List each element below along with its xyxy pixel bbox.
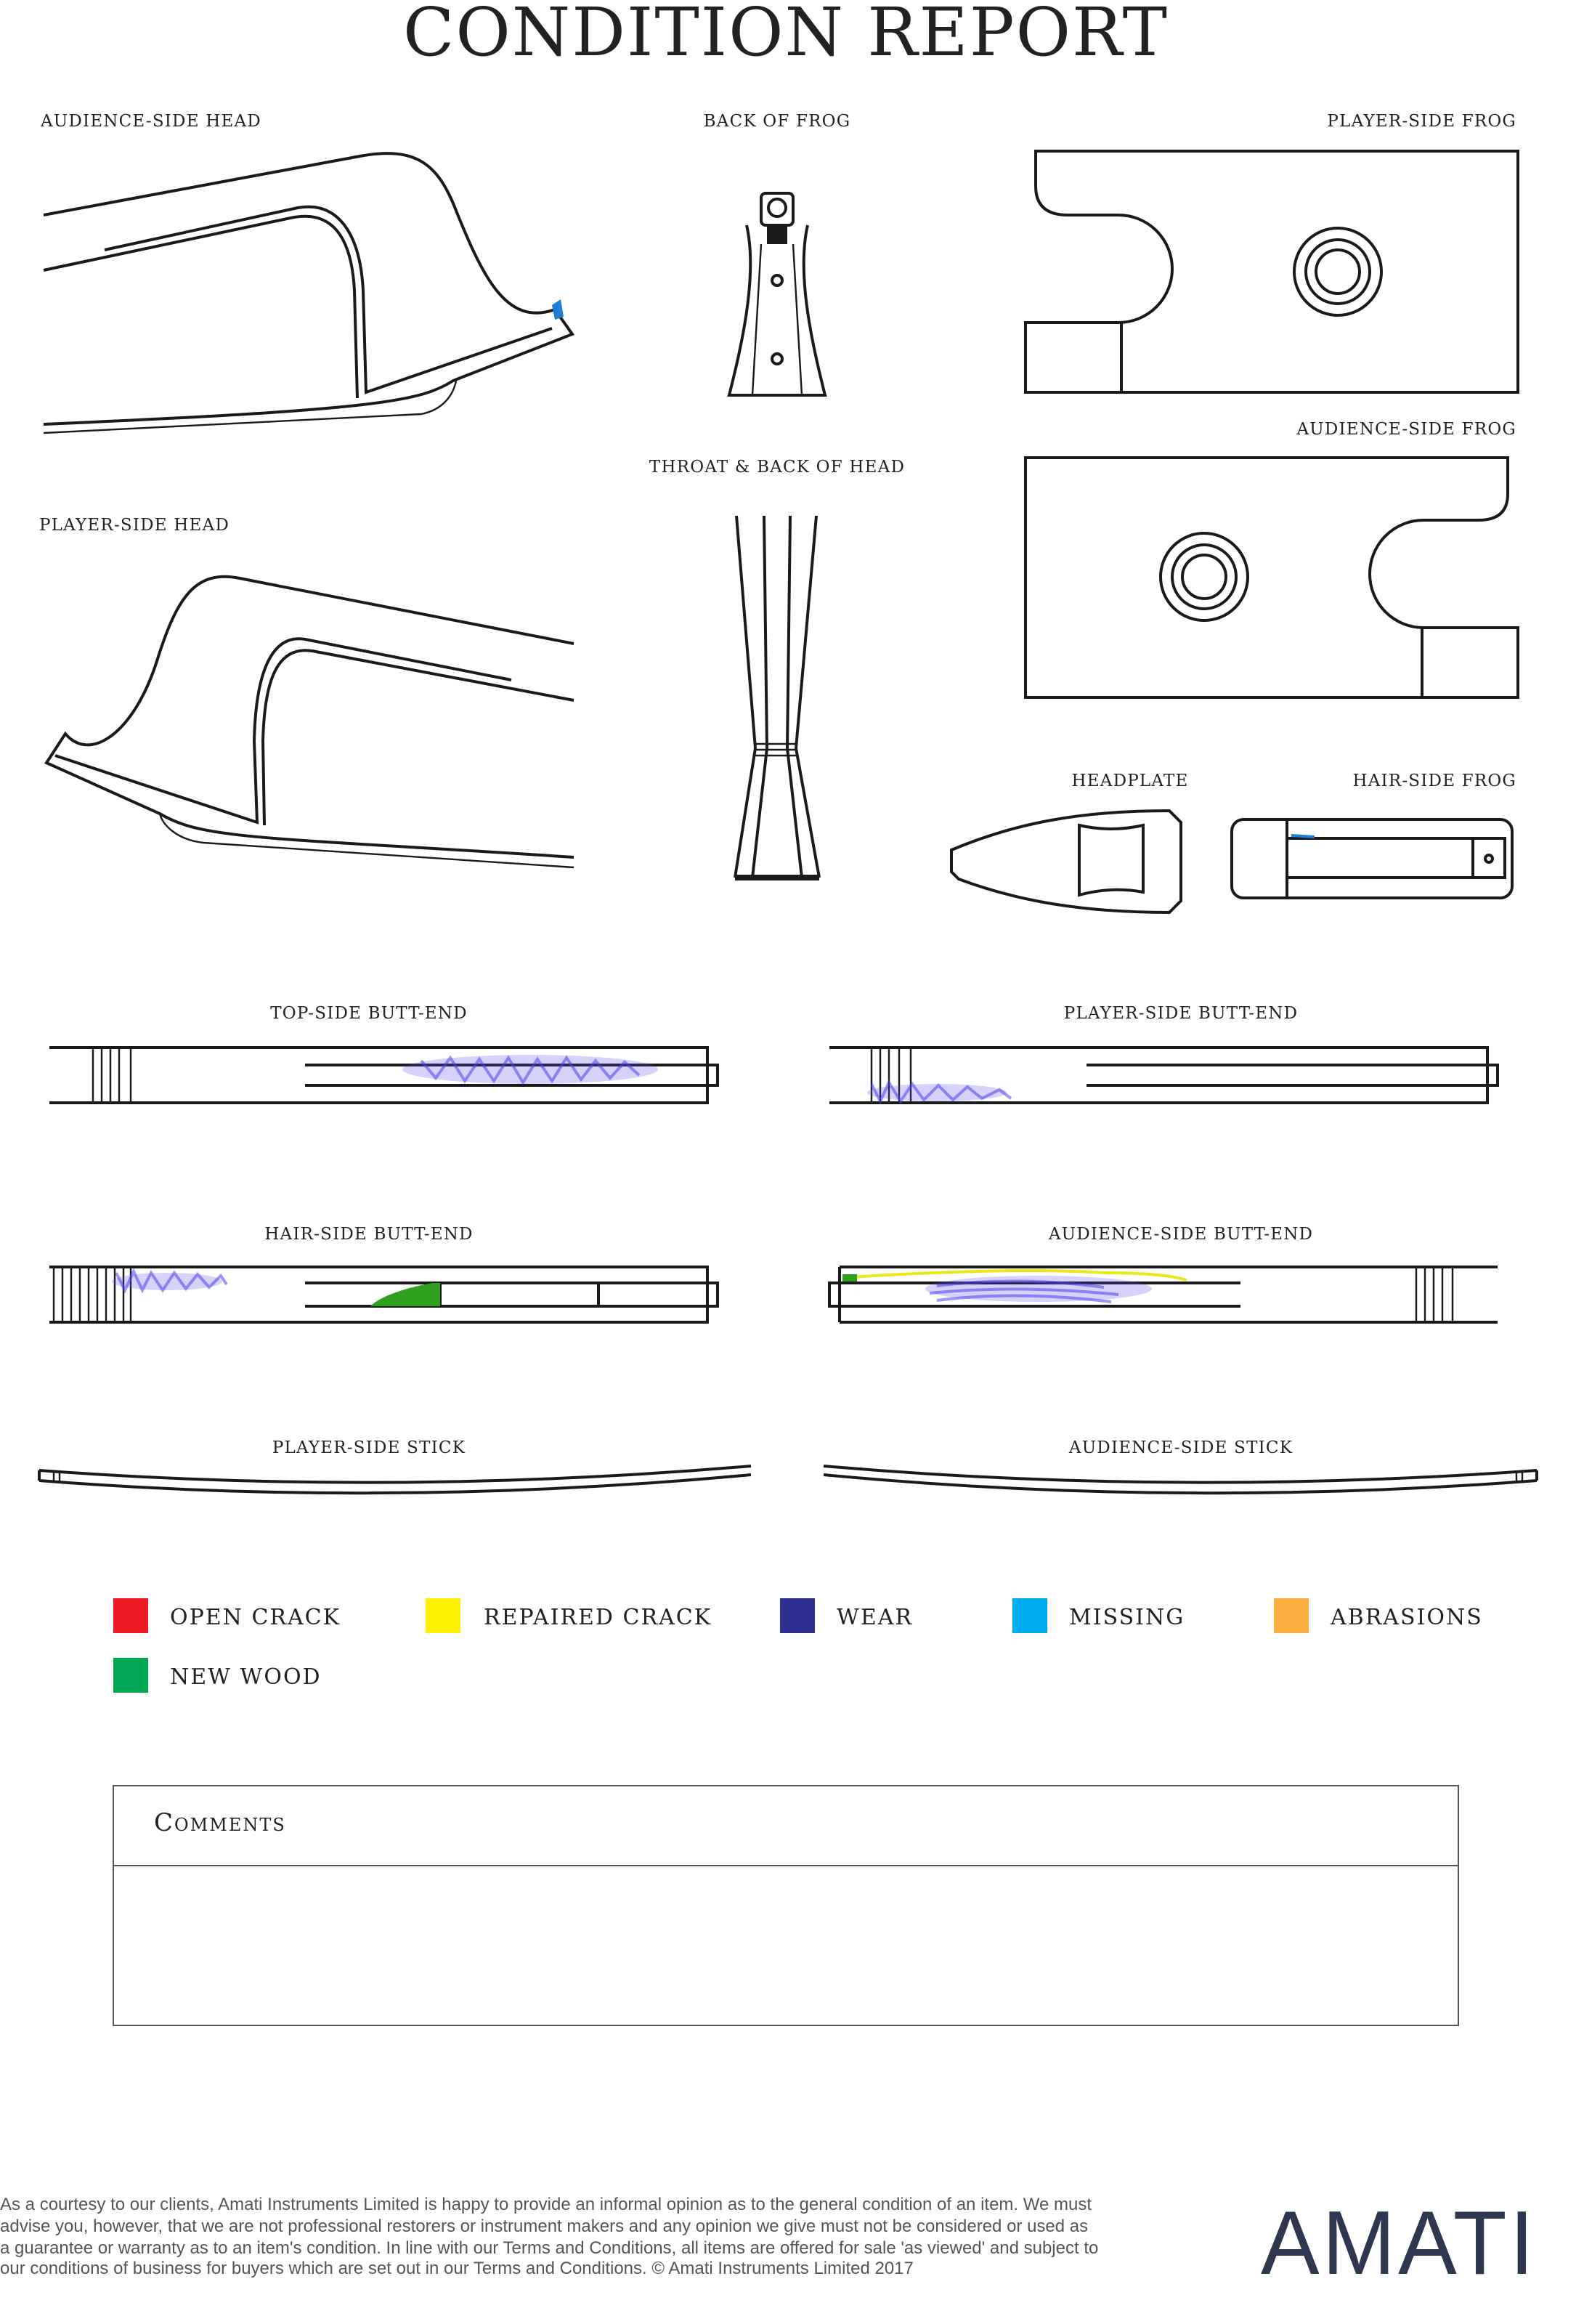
headplate-drawing[interactable] [950,809,1182,915]
new-wood-mark [370,1283,440,1306]
svg-text:OPEN CRACK: OPEN CRACK [170,1605,341,1630]
svg-text:WEAR: WEAR [837,1605,913,1630]
page-title: CONDITION REPORT [403,0,1169,71]
label-headplate: HEADPLATE [1072,772,1189,790]
svg-text:our conditions of business for: our conditions of business for buyers wh… [0,2259,914,2278]
hair-side-frog-drawing[interactable] [1230,818,1514,899]
throat-back-of-head-drawing[interactable] [734,515,821,880]
repaired-crack-mark [849,1269,1187,1282]
legend-item-missing: MISSING [1012,1598,1185,1633]
label-audience-side-butt-end: AUDIENCE-SIDE BUTT-END [1048,1225,1313,1244]
player-side-butt-end-drawing[interactable] [829,1046,1499,1105]
missing-mark [552,299,564,320]
label-hair-side-frog: HAIR-SIDE FROG [1352,772,1516,790]
new-wood-mark [842,1274,857,1282]
legend-item-new-wood: NEW WOOD [113,1658,322,1693]
label-player-side-head: PLAYER-SIDE HEAD [39,516,230,535]
open-crack-swatch [113,1598,148,1633]
back-of-frog-drawing[interactable] [727,192,827,397]
comments-heading: Comments [154,1808,286,1837]
label-player-side-butt-end: PLAYER-SIDE BUTT-END [1064,1004,1298,1023]
new-wood-swatch [113,1658,148,1693]
svg-text:As a courtesy to our clients,: As a courtesy to our clients, Amati Inst… [0,2195,1092,2214]
svg-text:ABRASIONS: ABRASIONS [1330,1605,1483,1630]
svg-text:a guarantee or warranty as to: a guarantee or warranty as to an item's … [0,2238,1098,2258]
disclaimer: As a courtesy to our clients, Amati Inst… [0,2195,1098,2278]
label-throat-back-of-head: THROAT & BACK OF HEAD [649,458,905,477]
player-side-head-drawing[interactable] [44,575,574,869]
legend: OPEN CRACK REPAIRED CRACK WEAR MISSING A… [113,1598,1483,1693]
hair-side-butt-end-drawing[interactable] [49,1266,719,1324]
label-back-of-frog: BACK OF FROG [704,112,851,131]
player-side-stick-drawing[interactable] [38,1465,752,1495]
label-audience-side-head: AUDIENCE-SIDE HEAD [40,112,261,131]
svg-text:MISSING: MISSING [1069,1605,1185,1630]
amati-logo: AMATI [1261,2193,1537,2293]
audience-side-frog-drawing[interactable] [1024,456,1519,699]
audience-side-head-drawing[interactable] [43,152,575,434]
legend-item-repaired-crack: REPAIRED CRACK [426,1598,712,1633]
label-hair-side-butt-end: HAIR-SIDE BUTT-END [264,1225,473,1244]
wear-swatch [780,1598,815,1633]
audience-side-stick-drawing[interactable] [823,1465,1538,1495]
label-audience-side-stick: AUDIENCE-SIDE STICK [1068,1438,1293,1457]
svg-text:NEW WOOD: NEW WOOD [170,1664,322,1690]
legend-item-wear: WEAR [780,1598,913,1633]
label-audience-side-frog: AUDIENCE-SIDE FROG [1296,420,1516,439]
label-player-side-frog: PLAYER-SIDE FROG [1327,112,1516,131]
svg-text:advise you, however, that we a: advise you, however, that we are not pro… [0,2216,1088,2236]
player-side-frog-drawing[interactable] [1024,150,1519,394]
legend-item-abrasions: ABRASIONS [1274,1598,1483,1633]
abrasions-swatch [1274,1598,1309,1633]
top-side-butt-end-drawing[interactable] [49,1046,719,1104]
repaired-crack-swatch [426,1598,460,1633]
audience-side-butt-end-drawing[interactable] [828,1266,1498,1324]
comments-box[interactable]: Comments [113,1785,1459,2026]
label-top-side-butt-end: TOP-SIDE BUTT-END [270,1004,468,1023]
missing-mark [1291,834,1315,838]
svg-text:REPAIRED CRACK: REPAIRED CRACK [484,1605,712,1630]
label-player-side-stick: PLAYER-SIDE STICK [272,1438,466,1457]
legend-item-open-crack: OPEN CRACK [113,1598,341,1633]
missing-swatch [1012,1598,1047,1633]
